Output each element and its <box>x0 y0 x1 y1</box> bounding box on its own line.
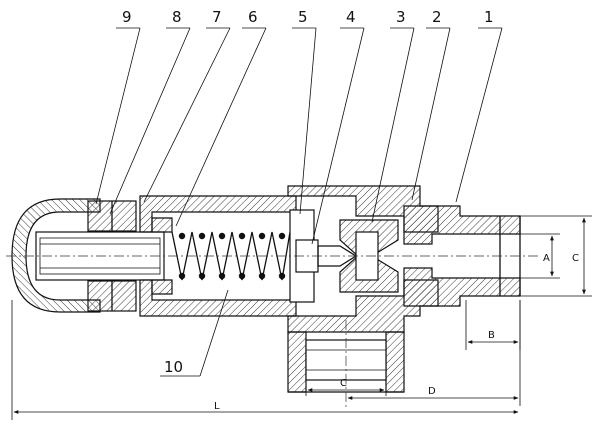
callout-label-5: 5 <box>298 8 308 26</box>
callout-4: 4 <box>311 8 365 245</box>
callout-8: 8 <box>109 8 191 215</box>
spring-coil-section <box>258 232 266 240</box>
callout-9: 9 <box>95 8 141 205</box>
dim-a-label: A <box>543 253 550 264</box>
dim-b-label: B <box>488 330 495 341</box>
callout-layer: 9 8 7 6 5 4 3 2 1 <box>95 8 503 245</box>
callout-label-2: 2 <box>432 8 442 26</box>
spring-coil-section <box>238 232 246 240</box>
callout-label-10: 10 <box>164 358 183 376</box>
spring-coil-section <box>218 272 226 280</box>
callout-label-9: 9 <box>122 8 132 26</box>
spring-coil-section <box>178 232 186 240</box>
spring-coil-section <box>178 272 186 280</box>
callout-7: 7 <box>143 8 231 203</box>
callout-10: 10 <box>160 289 229 377</box>
dim-l-label: L <box>214 401 220 412</box>
callout-1: 1 <box>455 8 503 203</box>
lock-nuts <box>87 200 137 312</box>
callout-6: 6 <box>175 8 267 227</box>
dim-c-bottom-label: C <box>340 378 347 389</box>
callout-label-7: 7 <box>212 8 222 26</box>
dimension-l: L <box>11 300 519 420</box>
spring <box>171 231 291 281</box>
callout-3: 3 <box>371 8 415 223</box>
callout-label-8: 8 <box>172 8 182 26</box>
callout-label-6: 6 <box>248 8 258 26</box>
dim-d-label: D <box>428 386 436 397</box>
spring-coil-section <box>238 272 246 280</box>
spring-coil-section <box>218 232 226 240</box>
dimension-d: D <box>347 300 521 406</box>
spring-coil-section <box>198 272 206 280</box>
spring-coil-section <box>278 232 286 240</box>
callout-label-1: 1 <box>484 8 494 26</box>
dimension-c-right: C <box>520 215 592 297</box>
spring-coil-section <box>278 272 286 280</box>
callout-label-4: 4 <box>346 8 356 26</box>
spring-coil-section <box>258 272 266 280</box>
callout-2: 2 <box>411 8 451 201</box>
dim-c-right-label: C <box>572 253 579 264</box>
dimension-a: A <box>520 233 560 279</box>
spring-coil-section <box>198 232 206 240</box>
callout-label-3: 3 <box>396 8 406 26</box>
dimension-b: B <box>465 300 521 350</box>
dimension-c-bottom: C <box>305 378 387 396</box>
callout-5: 5 <box>292 8 317 215</box>
